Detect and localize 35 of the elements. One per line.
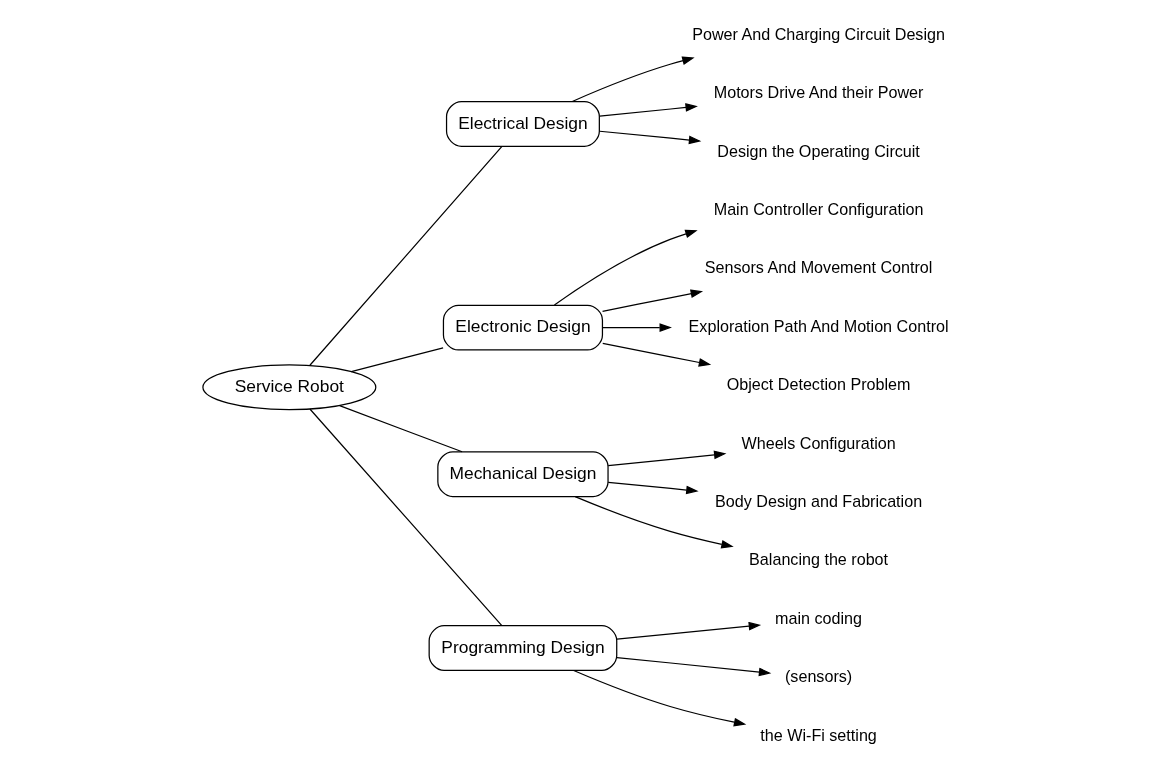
node-box: Electrical Design bbox=[445, 100, 600, 147]
arrow bbox=[607, 481, 699, 495]
node-box: Electronic Design bbox=[442, 304, 604, 351]
arrow bbox=[574, 496, 734, 549]
node-text: Sensors And Movement Control bbox=[704, 258, 933, 277]
arrow bbox=[601, 289, 704, 313]
arrow bbox=[616, 656, 772, 677]
node-text: Body Design and Fabrication bbox=[715, 491, 923, 510]
connector bbox=[350, 347, 444, 373]
node-ellipse: Service Robot bbox=[202, 364, 377, 411]
node-text: Object Detection Problem bbox=[726, 375, 911, 394]
connector bbox=[339, 405, 463, 453]
arrow bbox=[602, 323, 672, 332]
arrow bbox=[607, 450, 727, 467]
node-box: Programming Design bbox=[428, 625, 618, 672]
node-text: Main Controller Configuration bbox=[713, 200, 924, 219]
connector bbox=[309, 145, 503, 366]
node-text: Motors Drive And their Power bbox=[713, 83, 924, 102]
node-text: Balancing the robot bbox=[749, 550, 889, 569]
connector bbox=[309, 408, 503, 627]
arrow bbox=[616, 621, 762, 640]
node-text: main coding bbox=[775, 608, 863, 627]
arrow bbox=[599, 130, 702, 145]
arrow bbox=[571, 56, 695, 103]
node-text: (sensors) bbox=[784, 667, 853, 686]
node-text: Design the Operating Circuit bbox=[717, 141, 920, 160]
node-text: Power And Charging Circuit Design bbox=[692, 24, 945, 43]
arrow bbox=[602, 342, 712, 367]
arrow bbox=[599, 103, 698, 117]
arrow bbox=[573, 669, 747, 727]
arrow bbox=[553, 229, 698, 306]
node-box: Mechanical Design bbox=[437, 451, 609, 498]
node-text: the Wi-Fi setting bbox=[760, 725, 877, 744]
node-text: Wheels Configuration bbox=[741, 433, 896, 452]
node-text: Exploration Path And Motion Control bbox=[688, 316, 949, 335]
